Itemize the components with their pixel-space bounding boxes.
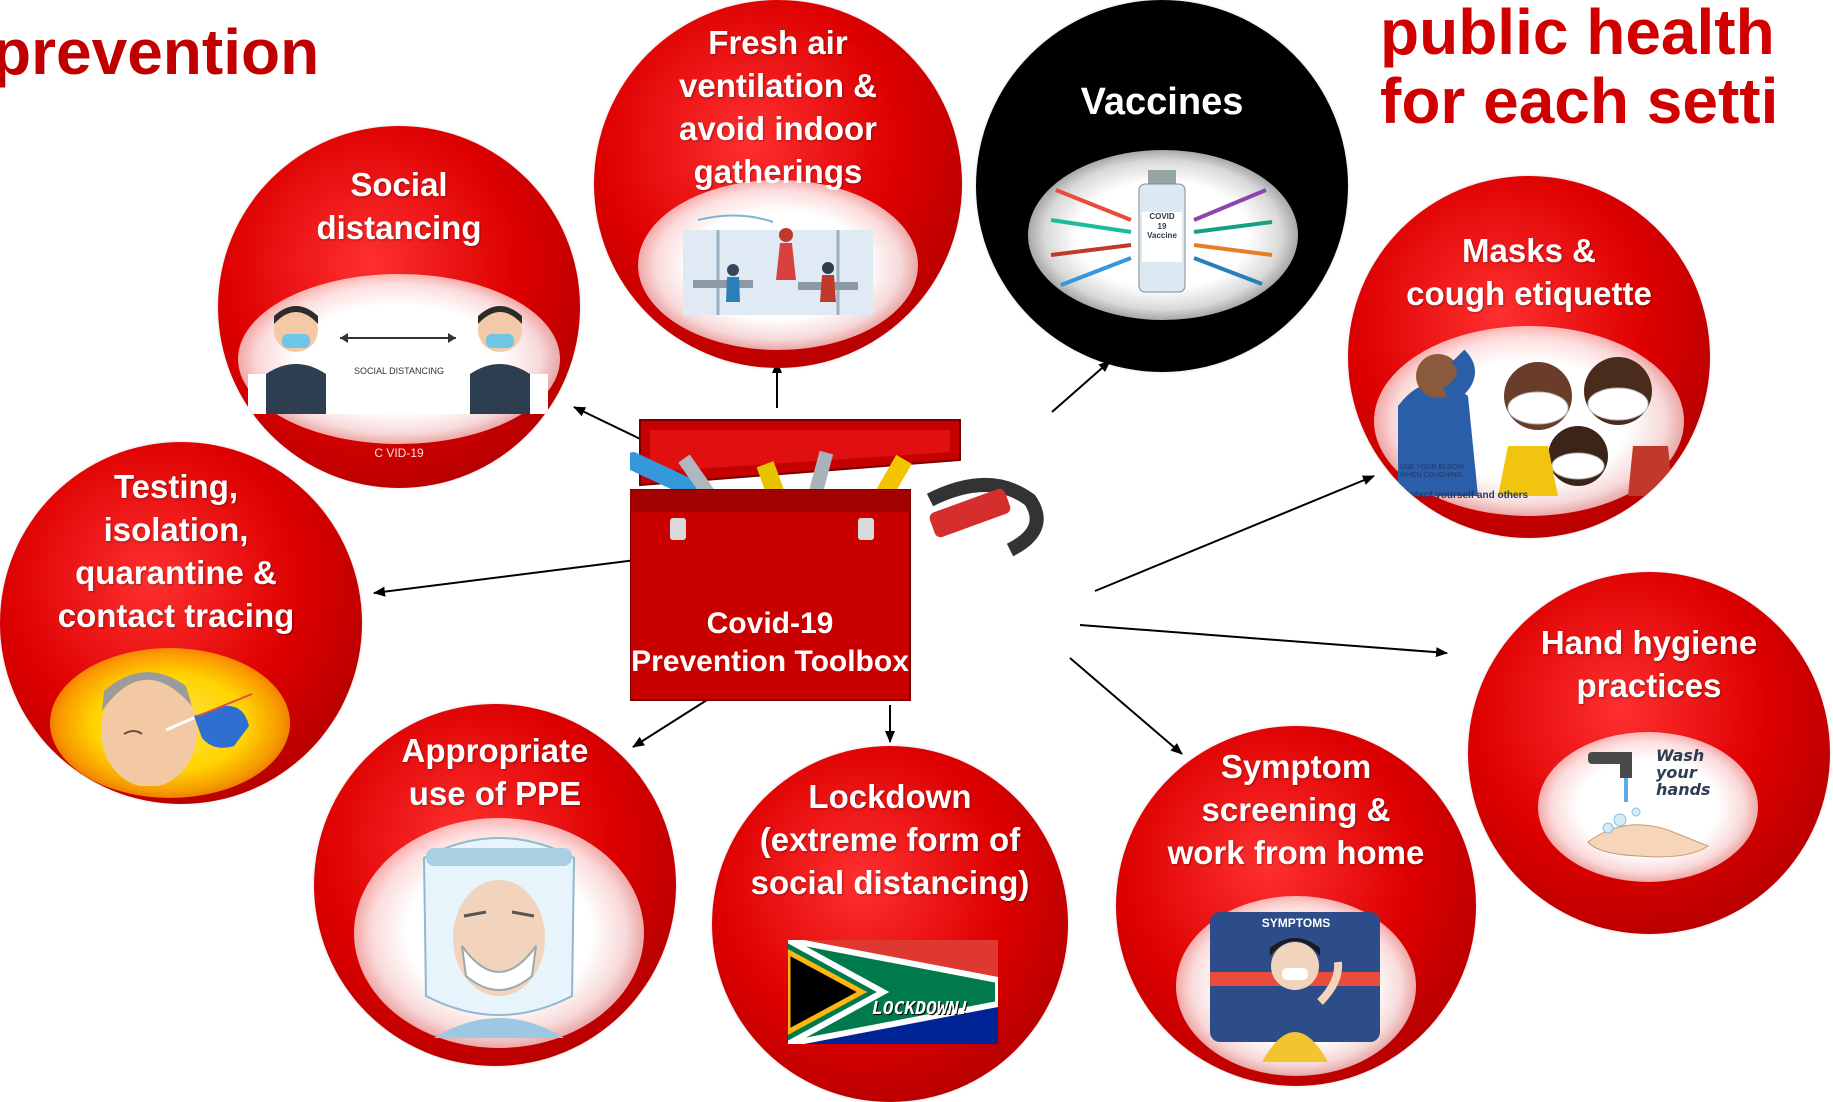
node-fresh-air-label: Fresh air ventilation & avoid indoor gat… — [678, 24, 878, 190]
node-lockdown-label: Lockdown (extreme form of social distanc… — [750, 778, 1030, 901]
arrow-to-symptom — [1069, 657, 1183, 755]
node-social-distancing-label: Social distancing — [316, 166, 482, 246]
arrow-to-testing — [373, 559, 637, 597]
node-fresh-air: Fresh air ventilation & avoid indoor gat… — [594, 0, 962, 368]
node-social-distancing: Social distancing SOCIAL DISTANCING C VI… — [218, 126, 580, 488]
node-vaccines-label: Vaccines — [1080, 81, 1244, 123]
node-hand-hygiene: Hand hygiene practices Wash your hands — [1468, 572, 1830, 934]
lockdown-banner-text: LOCKDOWN! — [872, 998, 970, 1019]
symptoms-caption: SYMPTOMS — [1261, 916, 1331, 930]
node-ppe: Appropriate use of PPE — [314, 704, 676, 1066]
cough-etiquette-illustration — [1398, 349, 1673, 496]
node-symptom: Symptom screening & work from home SYMPT… — [1116, 726, 1476, 1086]
masks-caption: USE YOUR ELBOW WHEN COUGHING — [1400, 464, 1464, 480]
arrow-to-masks — [1094, 475, 1375, 592]
node-hand-hygiene-label: Hand hygiene practices — [1540, 624, 1758, 704]
vaccine-vial-text: COVID 19 Vaccine — [1147, 212, 1177, 241]
title-left: prevention — [0, 16, 320, 88]
covid-prevention-toolbox: Covid-19 Prevention Toolbox — [560, 390, 1090, 720]
social-distancing-illustration — [248, 306, 548, 414]
wash-your-hands-text: Wash your hands — [1656, 746, 1711, 799]
node-masks-label: Masks & cough etiquette — [1406, 232, 1652, 312]
office-ventilation-illustration — [683, 214, 873, 315]
node-testing-label: Testing, isolation, quarantine & contact… — [57, 468, 295, 634]
social-distancing-footer: C VID-19 — [374, 446, 424, 460]
node-masks: Masks & cough etiquette USE YOUR ELBOW W… — [1348, 176, 1710, 538]
social-distancing-caption: SOCIAL DISTANCING — [353, 366, 444, 376]
toolbox-icon — [560, 419, 1044, 701]
swab-test-illustration — [101, 672, 253, 786]
toolbox-label: Covid-19 Prevention Toolbox — [631, 607, 909, 679]
arrow-to-hand-hygiene — [1079, 624, 1448, 658]
symptoms-illustration — [1210, 912, 1380, 1062]
masks-footer: Protect yourself and others — [1398, 490, 1529, 501]
arrow-to-ppe — [632, 692, 719, 748]
ppe-face-shield-illustration — [422, 837, 576, 1038]
node-symptom-label: Symptom screening & work from home — [1167, 748, 1425, 871]
title-right: public health for each setti — [1380, 0, 1779, 138]
node-ppe-label: Appropriate use of PPE — [401, 732, 589, 812]
hand-washing-illustration — [1587, 752, 1710, 858]
node-testing: Testing, isolation, quarantine & contact… — [0, 442, 362, 804]
node-lockdown: Lockdown (extreme form of social distanc… — [712, 746, 1068, 1102]
node-vaccines: Vaccines COVID 19 Vaccine — [976, 0, 1348, 372]
vaccine-vial-illustration — [1050, 170, 1273, 293]
south-africa-flag-illustration — [788, 940, 998, 1044]
arrow-to-vaccines — [1051, 360, 1111, 413]
